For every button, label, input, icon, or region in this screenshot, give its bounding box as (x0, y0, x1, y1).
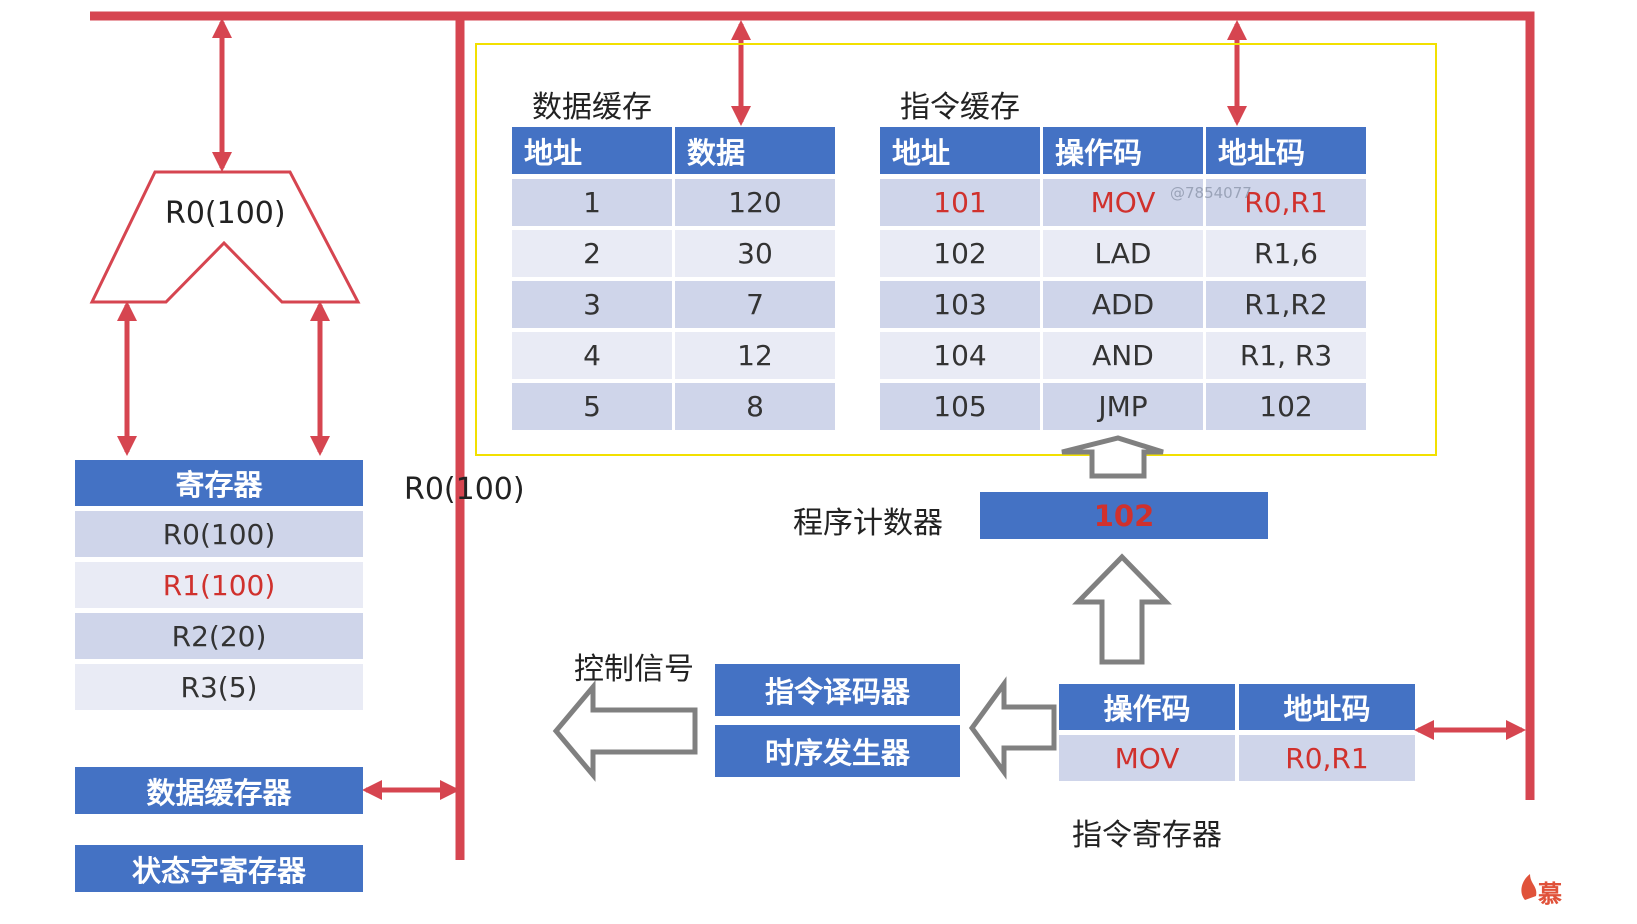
data-cache-cell: 1 (512, 179, 672, 226)
instruction-register-label: 指令寄存器 (1072, 818, 1222, 853)
alu-shape (89, 170, 361, 304)
instr-cache-cell: 102 (880, 230, 1040, 277)
instr-cache-cell: ADD (1043, 281, 1203, 328)
bus-label: R0(100) (404, 472, 525, 507)
ir-to-pc-arrow (1072, 553, 1172, 665)
instr-cache-header-address: 地址 (880, 127, 1040, 174)
logo-text: 慕 (1538, 880, 1562, 908)
system-bus (90, 11, 1535, 800)
instr-cache-cell: MOV (1043, 179, 1203, 226)
program-counter-value: 102 (980, 492, 1268, 539)
data-buffer-register: 数据缓存器 (75, 767, 363, 814)
cache-frame (475, 43, 1437, 456)
register-r0: R0(100) (75, 511, 363, 557)
data-cache-header-address: 地址 (512, 127, 672, 174)
program-counter-label: 程序计数器 (793, 506, 943, 541)
watermark: @7854077 (1170, 184, 1252, 202)
logo-flame-icon (1521, 874, 1537, 900)
ir-to-decoder-arrow (968, 676, 1057, 780)
instr-cache-cell: 101 (880, 179, 1040, 226)
data-cache-cell: 5 (512, 383, 672, 430)
data-cache-cell: 7 (675, 281, 835, 328)
instr-reg-operand-value: R0,R1 (1239, 735, 1415, 781)
instr-reg-header-opcode: 操作码 (1059, 684, 1235, 730)
data-cache-cell: 12 (675, 332, 835, 379)
timing-generator: 时序发生器 (715, 725, 960, 777)
instruction-decoder: 指令译码器 (715, 664, 960, 716)
data-cache-cell: 2 (512, 230, 672, 277)
register-r2: R2(20) (75, 613, 363, 659)
instr-cache-cell: 105 (880, 383, 1040, 430)
alu-label: R0(100) (165, 196, 286, 231)
status-register: 状态字寄存器 (75, 845, 363, 892)
data-cache-title: 数据缓存 (532, 90, 652, 125)
instr-cache-cell: JMP (1043, 383, 1203, 430)
register-file-header: 寄存器 (75, 460, 363, 506)
data-cache-cell: 3 (512, 281, 672, 328)
instr-cache-cell: LAD (1043, 230, 1203, 277)
data-cache-cell: 120 (675, 179, 835, 226)
data-cache-cell: 8 (675, 383, 835, 430)
control-signal-label: 控制信号 (574, 652, 694, 687)
instr-reg-opcode-value: MOV (1059, 735, 1235, 781)
instr-cache-cell: 102 (1206, 383, 1366, 430)
instr-cache-cell: R1,6 (1206, 230, 1366, 277)
instruction-cache-title: 指令缓存 (900, 90, 1020, 125)
instr-reg-header-operand: 地址码 (1239, 684, 1415, 730)
instr-cache-cell: 104 (880, 332, 1040, 379)
instr-cache-cell: 103 (880, 281, 1040, 328)
instr-cache-cell: AND (1043, 332, 1203, 379)
instr-cache-cell: R0,R1 (1206, 179, 1366, 226)
data-cache-cell: 30 (675, 230, 835, 277)
instr-cache-header-operand: 地址码 (1206, 127, 1366, 174)
instr-cache-header-opcode: 操作码 (1043, 127, 1203, 174)
control-signal-arrow (552, 680, 698, 782)
register-r1: R1(100) (75, 562, 363, 608)
pc-to-cache-arrow (1061, 435, 1164, 479)
register-r3: R3(5) (75, 664, 363, 710)
data-cache-header-data: 数据 (675, 127, 835, 174)
instr-cache-cell: R1, R3 (1206, 332, 1366, 379)
instr-cache-cell: R1,R2 (1206, 281, 1366, 328)
data-cache-cell: 4 (512, 332, 672, 379)
